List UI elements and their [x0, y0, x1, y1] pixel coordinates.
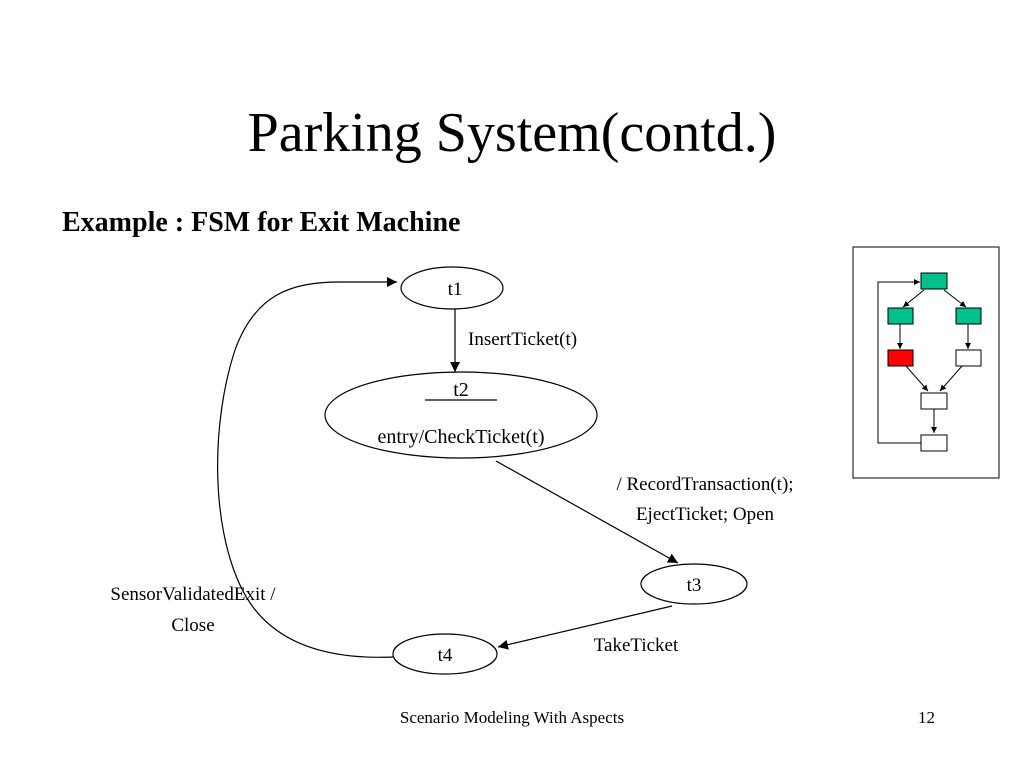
thumbnail-node-left: [887, 307, 914, 325]
page-number: 12: [918, 708, 935, 727]
state-t3: t3: [640, 563, 748, 605]
transition-t2-t3-arrow: [495, 460, 679, 564]
thumbnail-node-top: [920, 272, 948, 290]
state-t2: t2 entry/CheckTicket(t): [324, 371, 598, 459]
thumbnail-node-right: [955, 307, 982, 325]
thumbnail-node-bottom: [920, 434, 948, 452]
state-t1: t1: [400, 266, 504, 310]
state-t2-entry-action: entry/CheckTicket(t): [377, 426, 544, 448]
slide-subtitle: Example : FSM for Exit Machine: [62, 207, 461, 238]
slide-title: Parking System(contd.): [247, 102, 777, 164]
thumbnail-overview: [852, 246, 1000, 479]
transition-t4-t1-label-line2: Close: [171, 615, 214, 636]
state-t3-label: t3: [687, 575, 702, 596]
state-t4-label: t4: [438, 645, 453, 666]
transition-t3-t4-arrow: [497, 605, 673, 650]
state-t1-label: t1: [448, 279, 463, 300]
transition-t3-t4-label: TakeTicket: [594, 635, 679, 656]
state-t2-label: t2: [453, 379, 469, 401]
transition-t2-t3-label-line1: / RecordTransaction(t);: [616, 474, 793, 495]
transition-t2-t3-label-line2: EjectTicket; Open: [636, 504, 775, 525]
transition-t1-t2-label: InsertTicket(t): [468, 329, 577, 350]
thumbnail-node-right-2: [955, 349, 982, 367]
thumbnail-node-current: [887, 349, 914, 367]
transition-t4-t1-label-line1: SensorValidatedExit /: [110, 584, 276, 605]
slide-footer: Scenario Modeling With Aspects: [399, 708, 625, 727]
thumbnail-node-merge: [920, 392, 948, 410]
state-t4: t4: [392, 633, 498, 675]
transition-t4-t1-arrow: [217, 277, 397, 658]
